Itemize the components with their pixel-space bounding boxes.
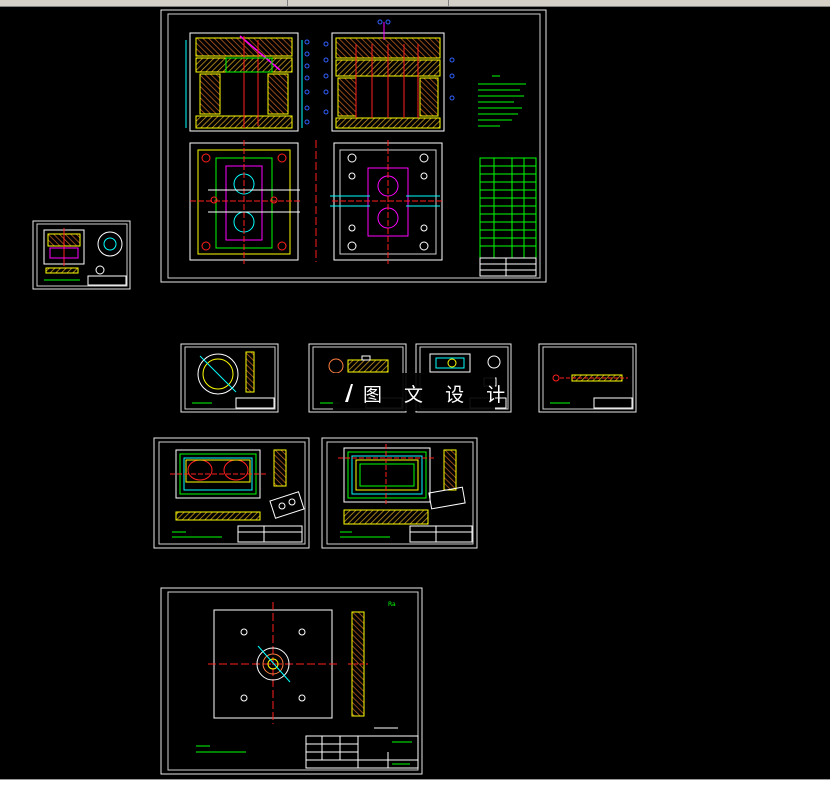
sheet-clamp-plate[interactable]: Ra [160, 587, 423, 775]
svg-text:Ra: Ra [388, 601, 396, 608]
toolbar-segment [0, 0, 288, 6]
drawing-svg: Ra [32, 9, 637, 775]
cad-drawing-canvas[interactable]: Ra [0, 7, 830, 779]
watermark-brush-icon [345, 384, 353, 402]
sheet-small-part-1[interactable] [32, 220, 131, 290]
window-top-toolbar [0, 0, 830, 7]
sheet-part-ring[interactable] [180, 343, 279, 413]
sheet-core-plate[interactable] [321, 437, 478, 549]
toolbar-segment [288, 0, 449, 6]
watermark-text: 图 文 设 计 [363, 384, 514, 406]
sheet-main-assembly[interactable] [160, 9, 547, 283]
sheet-cavity-plate[interactable] [153, 437, 310, 549]
watermark-logo: 图 文 设 计 [333, 373, 505, 411]
sheet-part-pin[interactable] [538, 343, 637, 413]
window-bottom-bar [0, 779, 830, 786]
